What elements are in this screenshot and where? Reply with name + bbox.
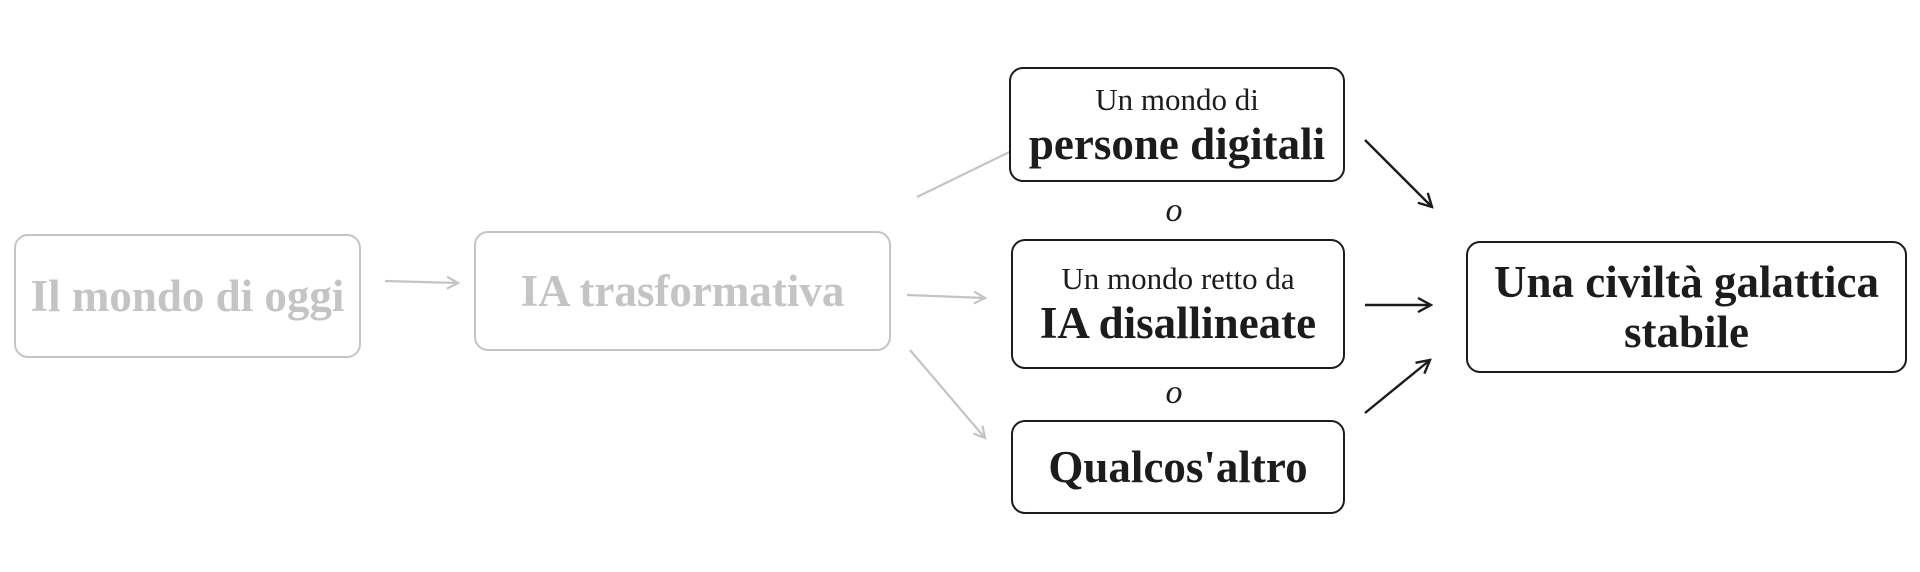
node-tai-label: IA trasformativa <box>520 266 845 316</box>
arrow-today-to-tai <box>384 281 458 283</box>
node-digital-people: Un mondo di persone digitali <box>1009 67 1345 182</box>
arrow-digital-to-civ <box>1364 139 1432 207</box>
node-other-label: Qualcos'altro <box>1048 442 1308 492</box>
node-something-else: Qualcos'altro <box>1011 420 1345 514</box>
arrow-tai-to-other <box>909 349 985 438</box>
node-misaligned-line1: Un mondo retto da <box>1061 261 1295 296</box>
node-misaligned-line2: IA disallineate <box>1039 298 1317 348</box>
node-digital-line2: persone digitali <box>1028 118 1326 169</box>
arrow-tai-to-misaligned <box>906 295 985 298</box>
or-connector-1: o <box>1165 192 1183 229</box>
or-connector-2: o <box>1165 374 1183 411</box>
node-civ-line2: stabile <box>1623 307 1749 357</box>
node-today: Il mondo di oggi <box>14 234 361 358</box>
node-misaligned-ai: Un mondo retto da IA disallineate <box>1011 239 1345 369</box>
node-today-label: Il mondo di oggi <box>30 271 345 321</box>
node-transformative-ai: IA trasformativa <box>474 231 891 351</box>
node-galactic-civilization: Una civiltà galattica stabile <box>1466 241 1907 373</box>
arrow-other-to-civ <box>1364 360 1430 414</box>
node-civ-line1: Una civiltà galattica <box>1494 257 1879 307</box>
node-digital-line1: Un mondo di <box>1095 81 1259 117</box>
